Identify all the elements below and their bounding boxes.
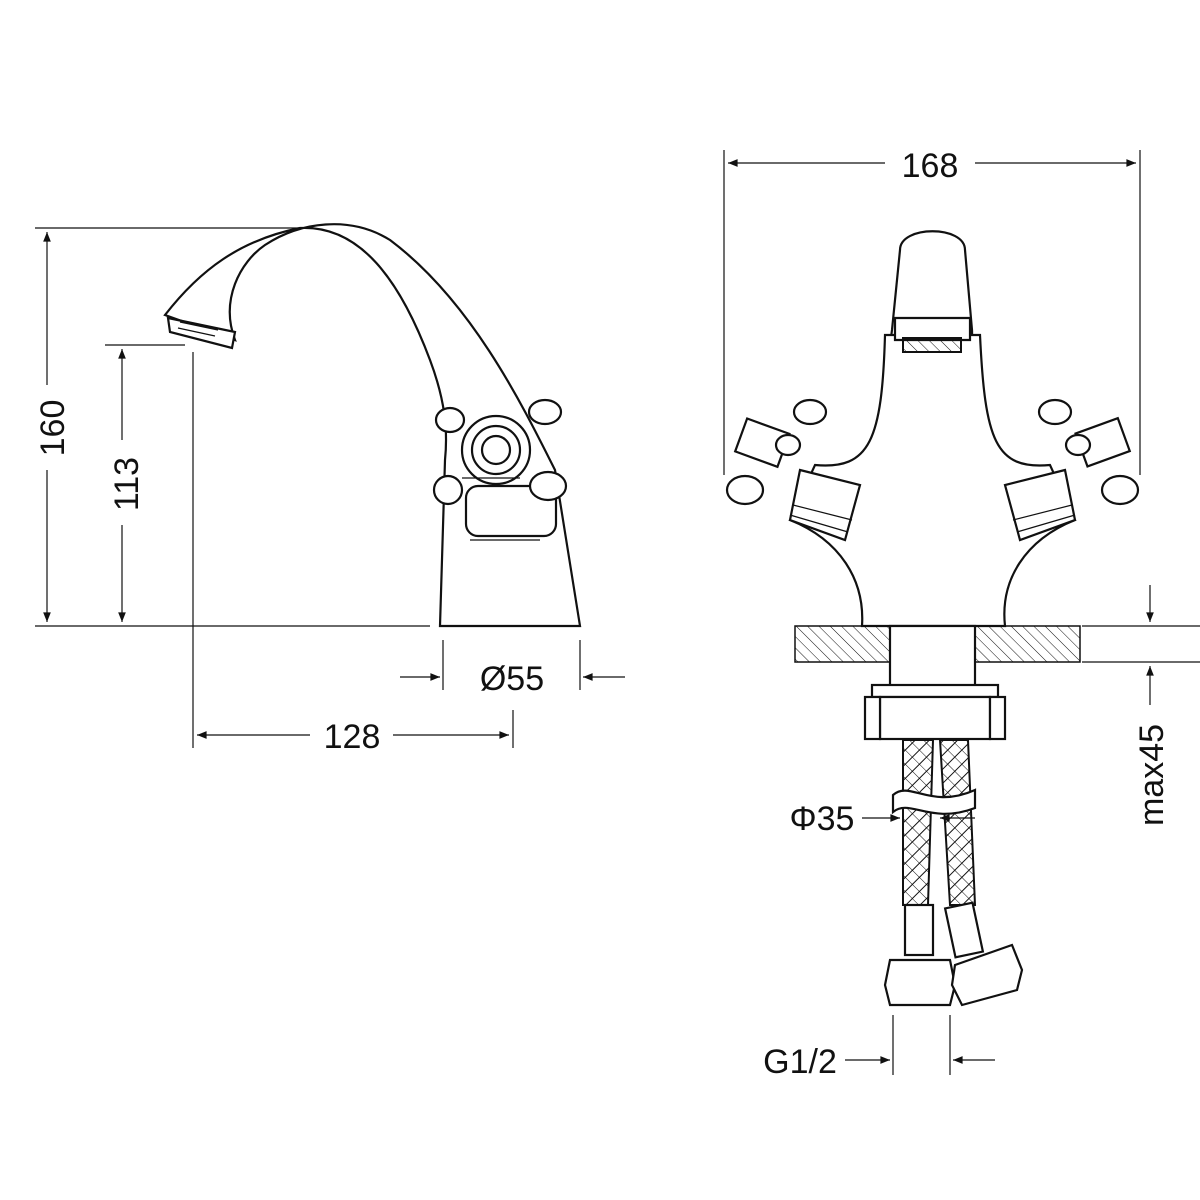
dimension-lines-side [35,227,625,748]
side-view: 160 113 Ø55 128 [34,223,625,756]
countertop-section [794,624,1081,741]
dim-spout-reach: 128 [324,718,381,756]
faucet-front-outline [725,230,1140,628]
faucet-side-outline [163,223,582,628]
dim-spout-height: 113 [108,457,146,511]
dim-hole-diameter: Φ35 [790,800,855,838]
supply-hoses [883,739,1024,1007]
dim-base-diameter: Ø55 [480,660,544,698]
dim-max-counter: max45 [1133,724,1171,826]
dimension-lines-front [723,150,1200,1075]
dim-width-total: 168 [902,147,959,185]
dim-height-total: 160 [34,400,72,457]
front-view: 168 max45 Φ35 G1/2 [723,147,1200,1081]
dim-connection-thread: G1/2 [763,1043,837,1081]
